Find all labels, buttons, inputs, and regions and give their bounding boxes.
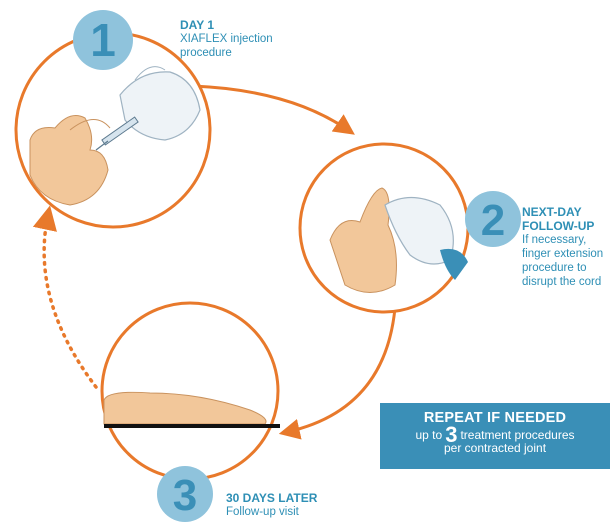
table-surface bbox=[104, 424, 280, 428]
arrow-3-to-1-dotted-icon bbox=[44, 215, 96, 387]
step-1-badge: 1 bbox=[73, 10, 133, 70]
step-3-number: 3 bbox=[173, 471, 197, 520]
step-2-desc-line-1: If necessary, bbox=[522, 233, 603, 247]
step-1-desc-line-1: XIAFLEX injection bbox=[180, 32, 273, 46]
step-2-title-line-2: FOLLOW-UP bbox=[522, 219, 603, 233]
step-2-desc-line-4: disrupt the cord bbox=[522, 275, 603, 289]
step-3-illustration bbox=[102, 303, 280, 479]
step-3-desc-line-1: Follow-up visit bbox=[226, 505, 317, 519]
step-3-badge: 3 bbox=[157, 466, 213, 522]
step-2-number: 2 bbox=[481, 196, 505, 245]
step-2-title-line-1: NEXT-DAY bbox=[522, 205, 603, 219]
step-1-title: DAY 1 bbox=[180, 18, 273, 32]
step-3-text: 30 DAYS LATER Follow-up visit bbox=[226, 491, 317, 519]
step-3-title: 30 DAYS LATER bbox=[226, 491, 317, 505]
step-2-desc-line-2: finger extension bbox=[522, 247, 603, 261]
step-2-illustration bbox=[300, 144, 468, 312]
step-2-text: NEXT-DAY FOLLOW-UP If necessary, finger … bbox=[522, 205, 603, 289]
step-1-text: DAY 1 XIAFLEX injection procedure bbox=[180, 18, 273, 60]
step-2-desc-line-3: procedure to bbox=[522, 261, 603, 275]
step-1-number: 1 bbox=[90, 14, 116, 66]
arrow-2-to-3-icon bbox=[287, 308, 395, 432]
step-1-desc-line-2: procedure bbox=[180, 46, 273, 60]
step-2-badge: 2 bbox=[465, 191, 521, 247]
repeat-line-1-prefix: up to bbox=[415, 428, 442, 442]
arrow-1-to-2-icon bbox=[193, 86, 348, 130]
repeat-title: REPEAT IF NEEDED bbox=[380, 410, 610, 426]
repeat-line-1-suffix: treatment procedures bbox=[460, 428, 574, 442]
repeat-line-2: per contracted joint bbox=[380, 442, 610, 454]
